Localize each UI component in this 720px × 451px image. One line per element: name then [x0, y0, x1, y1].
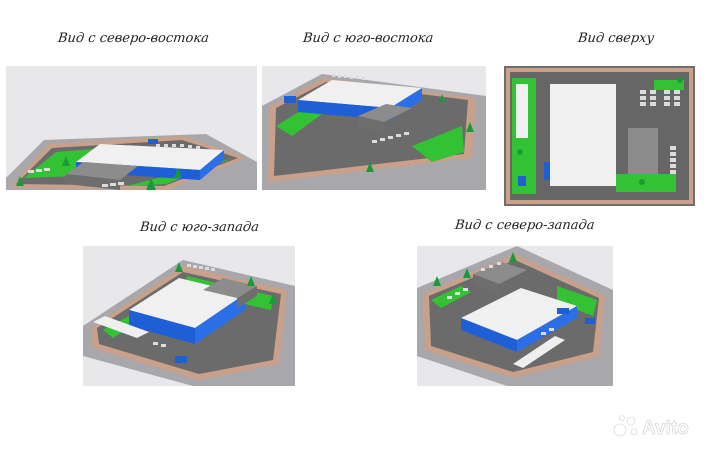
caption-top: Вид сверху [577, 31, 655, 46]
render-south-east [262, 66, 486, 190]
caption-north-east: Вид с северо-востока [57, 31, 210, 46]
render-north-west [417, 246, 613, 386]
avito-logo-icon: Avito [613, 415, 689, 439]
caption-south-west: Вид с юго-запада [139, 220, 260, 235]
render-top [504, 66, 695, 206]
render-north-east [6, 66, 257, 190]
caption-south-east: Вид с юго-востока [302, 31, 435, 46]
caption-north-west: Вид с северо-запада [454, 218, 596, 233]
watermark-text: Avito [642, 418, 689, 439]
render-south-west [83, 246, 295, 386]
avito-watermark: Avito [612, 410, 712, 442]
